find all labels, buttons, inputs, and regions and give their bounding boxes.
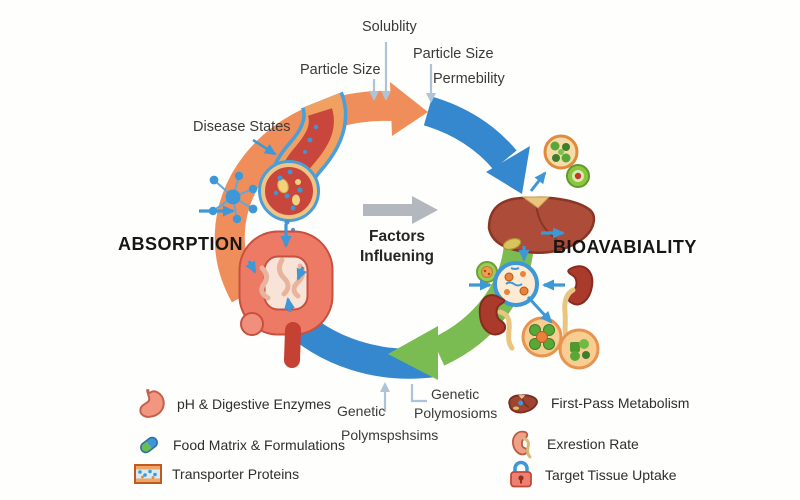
legend-item-food-matrix: Food Matrix & Formulations <box>134 430 345 460</box>
cell-cluster-bottom <box>521 316 600 370</box>
cell-cluster-top <box>543 134 590 188</box>
label-pointer-arrows <box>369 42 436 412</box>
legend-label: Transporter Proteins <box>172 466 300 482</box>
label-genetic-left-line1: Genetic <box>337 403 386 419</box>
center-caption-line1: Factors <box>369 228 425 245</box>
padlock-icon <box>510 460 532 488</box>
elbow-connector <box>410 384 427 403</box>
kidney-icon <box>512 430 532 459</box>
stomach-icon <box>139 389 165 418</box>
pointer-arrows <box>199 138 565 324</box>
legend-item-first-pass-metabolism: First-Pass Metabolism <box>504 388 689 418</box>
label-particle-size-left: Particle Size <box>300 62 381 78</box>
capsule-icon <box>140 436 158 454</box>
label-genetic-right-line1: Genetic <box>431 386 480 402</box>
center-caption-line2: Influening <box>359 248 435 266</box>
legend-label: Food Matrix & Formulations <box>173 437 345 453</box>
molecule-icon <box>208 171 258 224</box>
label-genetic-left-line2: Polymspshsims <box>341 427 439 443</box>
right-arrow-icon <box>363 196 438 224</box>
stage-bioavailability: BIOAVABIALITY <box>553 237 697 257</box>
legend-label: pH & Digestive Enzymes <box>177 395 332 412</box>
legend-label: First-Pass Metabolism <box>551 395 690 411</box>
label-permeability: Permebility <box>433 71 505 87</box>
cecum <box>240 312 264 336</box>
kidney-left-illustration <box>478 294 515 351</box>
blood-vessel-illustration <box>258 91 348 233</box>
legend-label: Exrestion Rate <box>547 436 639 452</box>
legend-label: Target Tissue Uptake <box>545 466 677 483</box>
label-disease-states: Disease States <box>193 119 291 135</box>
legend-item-excretion-rate: Exrestion Rate <box>508 428 639 460</box>
legend-item-transporter-proteins: Transporter Proteins <box>133 459 299 489</box>
cycle-arc-top-blue <box>423 96 530 194</box>
rectum <box>284 322 301 368</box>
label-genetic-right-line2: Polymosioms <box>414 405 498 421</box>
stage-absorption: ABSORPTION <box>118 234 244 254</box>
transporter-proteins-icon <box>134 464 162 484</box>
legend-item-target-tissue-uptake: Target Tissue Uptake <box>506 459 677 490</box>
center-caption: Factors Influening <box>335 227 459 268</box>
cell-membrane-illustration <box>476 261 539 307</box>
label-particle-size-right: Particle Size <box>413 46 494 62</box>
label-solubility: Solublity <box>362 19 417 35</box>
legend-item-ph-digestive-enzymes: pH & Digestive Enzymes <box>135 387 331 420</box>
liver-icon <box>508 394 538 414</box>
kidney-right-illustration <box>562 265 594 339</box>
